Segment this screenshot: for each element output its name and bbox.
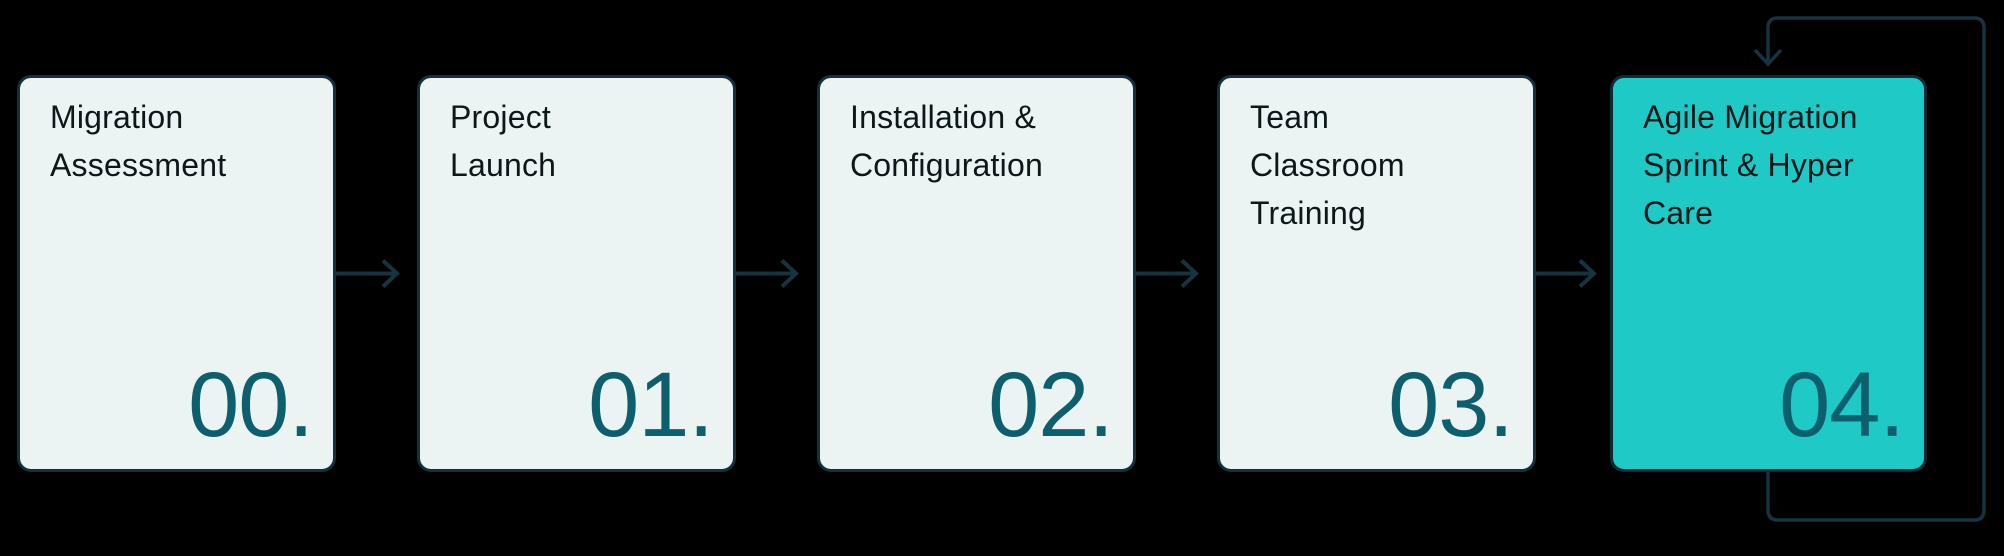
right-arrow-icon <box>1135 259 1199 288</box>
step-card-04: Agile Migration Sprint & Hyper Care 04. <box>1610 75 1927 472</box>
step-number: 02. <box>988 354 1114 456</box>
right-arrow-icon <box>1533 259 1597 288</box>
step-card-03: Team Classroom Training 03. <box>1217 75 1536 472</box>
right-arrow-icon <box>336 259 400 288</box>
step-card-02: Installation & Configuration 02. <box>817 75 1136 472</box>
step-number: 03. <box>1388 354 1514 456</box>
right-arrow-icon <box>735 259 799 288</box>
step-number: 04. <box>1779 354 1905 456</box>
step-title: Project Launch <box>450 99 557 183</box>
step-number: 00. <box>188 354 314 456</box>
step-title: Agile Migration Sprint & Hyper Care <box>1643 99 1858 231</box>
step-title: Team Classroom Training <box>1250 99 1405 231</box>
step-number: 01. <box>588 354 714 456</box>
step-title: Migration Assessment <box>50 99 227 183</box>
step-title: Installation & Configuration <box>850 99 1043 183</box>
step-card-01: Project Launch 01. <box>417 75 736 472</box>
step-card-00: Migration Assessment 00. <box>17 75 336 472</box>
